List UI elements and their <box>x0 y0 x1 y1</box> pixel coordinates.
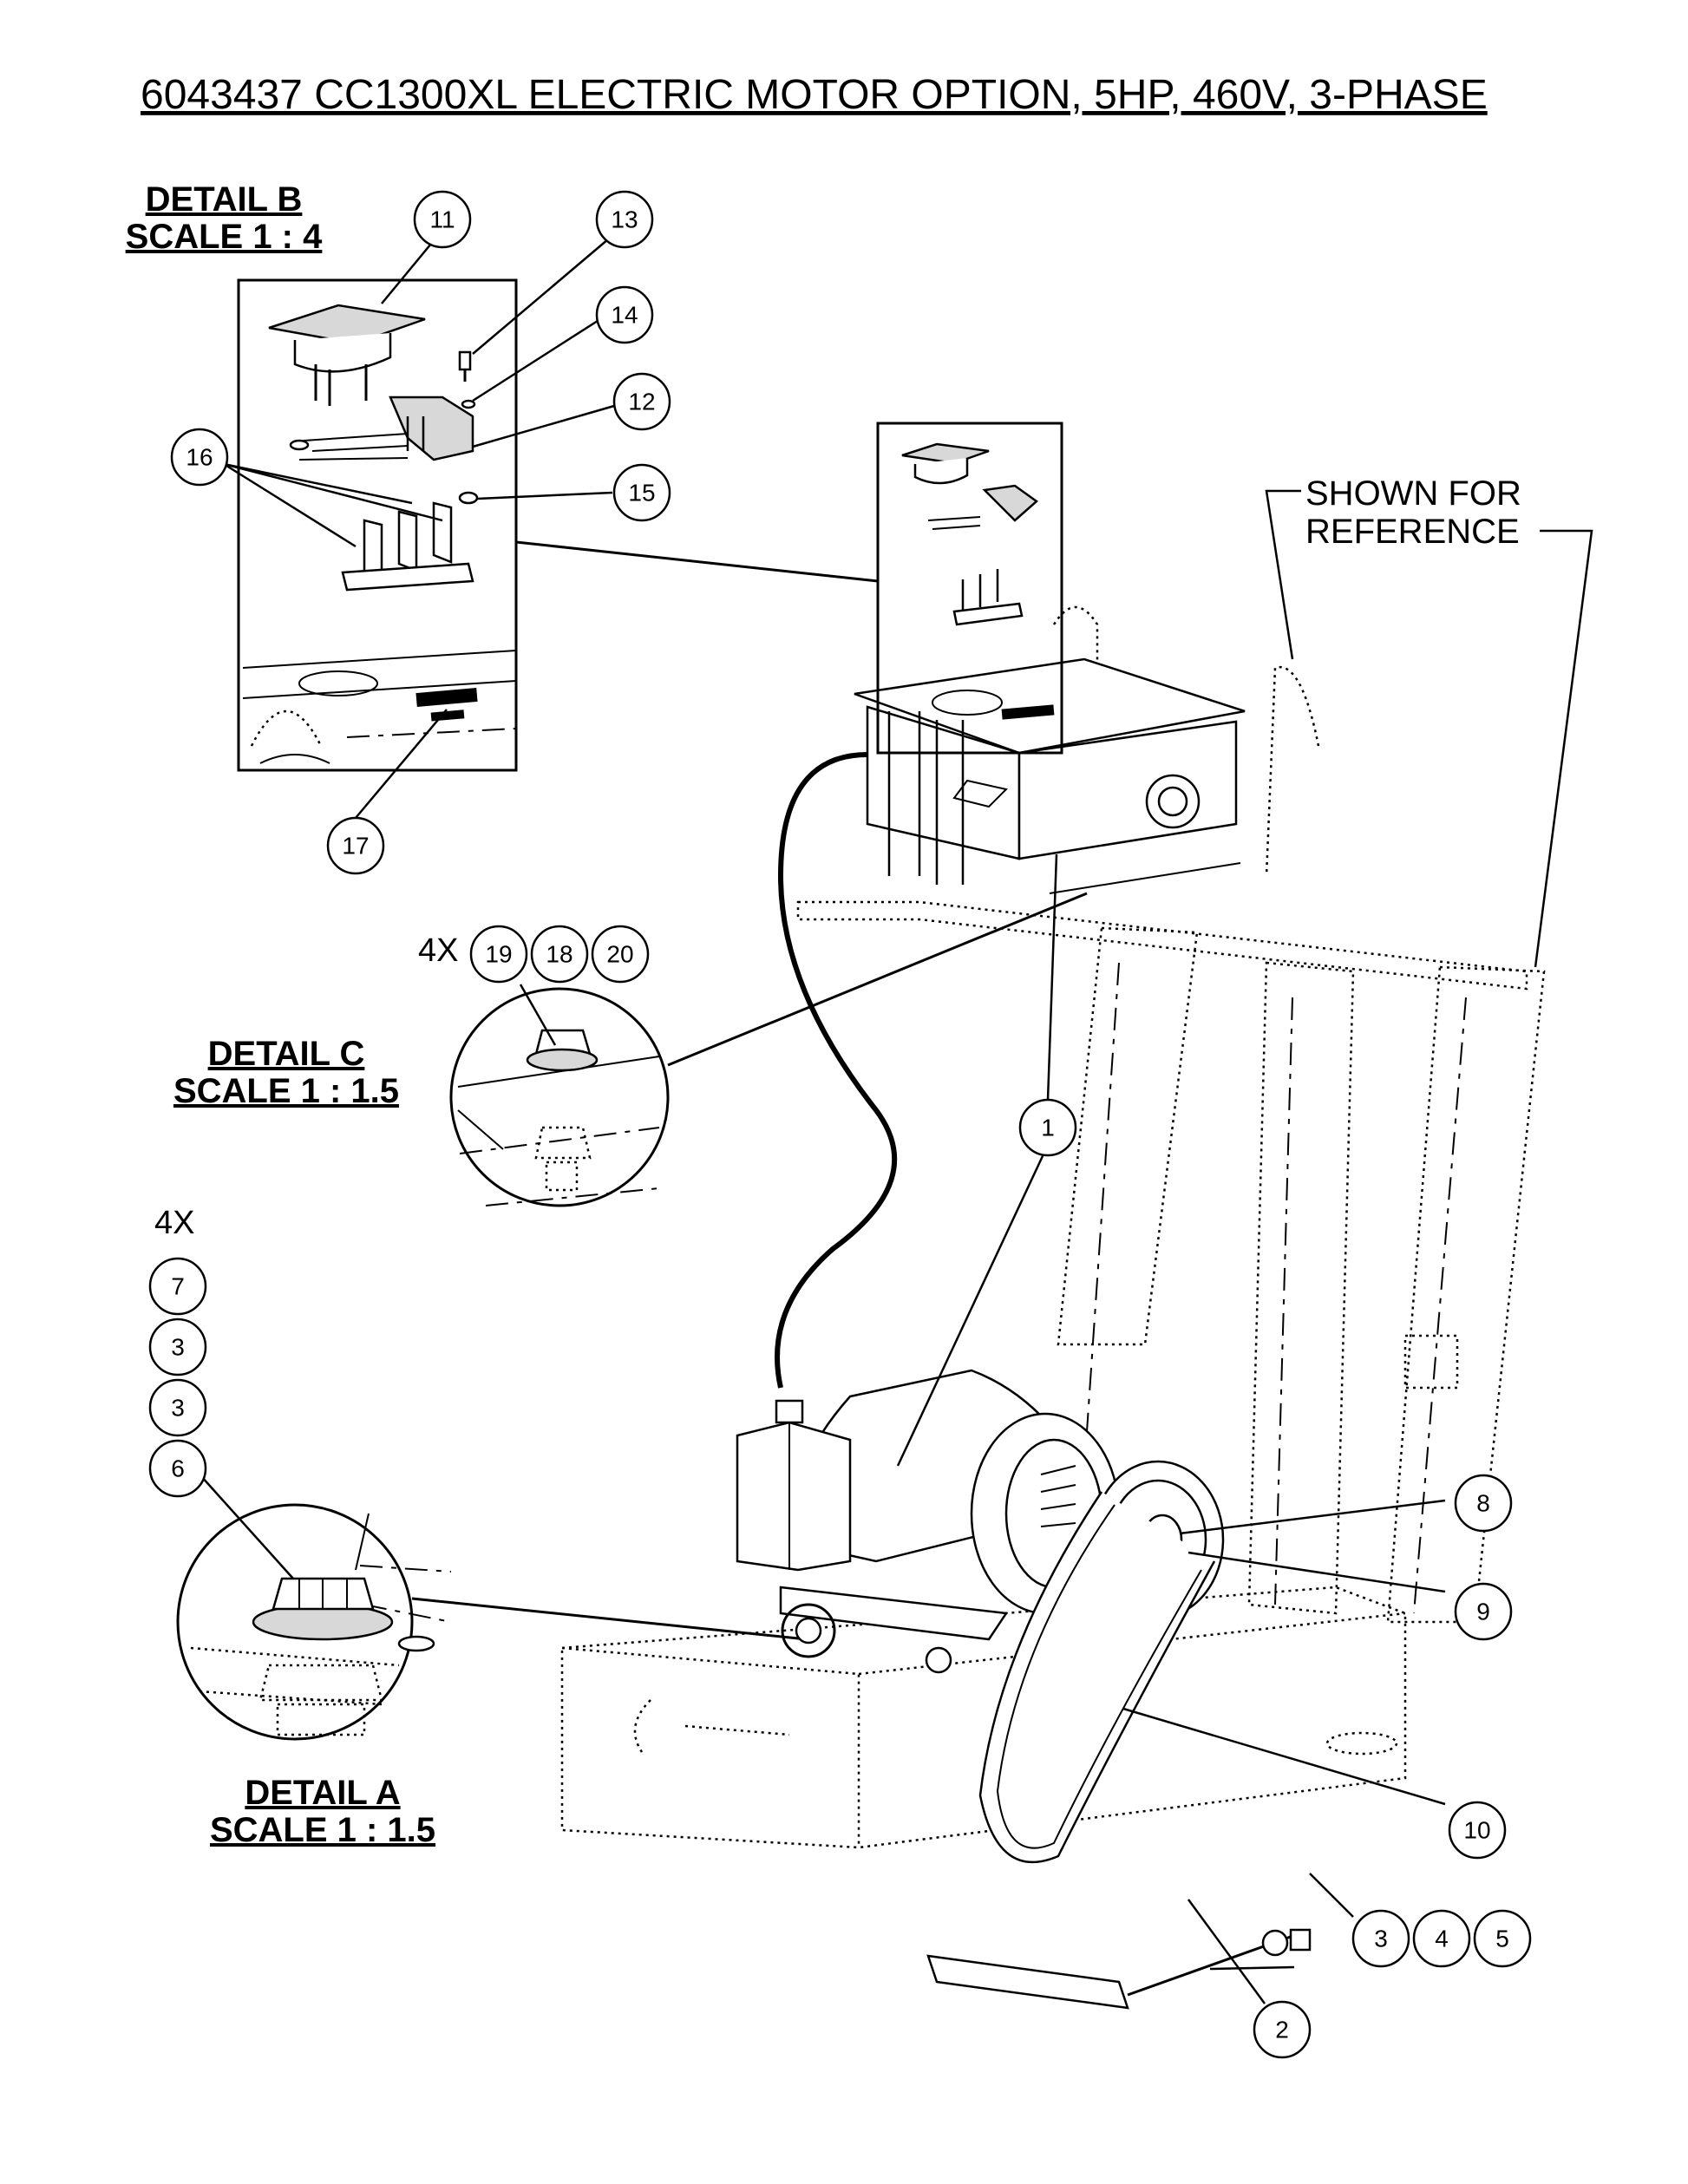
reference-note: SHOWN FOR REFERENCE <box>1265 474 1593 968</box>
callout-16: 16 <box>170 428 229 487</box>
detail-c-label: DETAIL C SCALE 1 : 1.5 <box>173 1035 399 1110</box>
svg-text:8: 8 <box>1476 1490 1490 1517</box>
svg-text:2: 2 <box>1275 2017 1289 2043</box>
svg-text:SHOWN FOR: SHOWN FOR <box>1305 474 1521 513</box>
callout-1: 1 <box>1018 1098 1077 1157</box>
detail-a-label: DETAIL A SCALE 1 : 1.5 <box>210 1774 435 1849</box>
svg-text:3: 3 <box>171 1395 185 1422</box>
callout-9: 9 <box>1454 1582 1513 1641</box>
svg-text:12: 12 <box>628 389 655 415</box>
svg-text:9: 9 <box>1476 1599 1490 1625</box>
callout-18: 18 <box>530 925 589 984</box>
svg-text:DETAIL C: DETAIL C <box>208 1035 365 1073</box>
svg-text:SCALE 1 : 4: SCALE 1 : 4 <box>126 218 323 256</box>
svg-text:DETAIL A: DETAIL A <box>245 1774 400 1812</box>
callout-5: 5 <box>1473 1909 1532 1968</box>
callout-3: 3 <box>1351 1909 1410 1968</box>
detail-c-quantity: 4X <box>418 932 458 969</box>
detail-a-quantity: 4X <box>154 1205 194 1241</box>
main-assembly <box>560 422 1546 2010</box>
leader-lines <box>200 233 1446 2004</box>
svg-text:7: 7 <box>171 1273 185 1300</box>
detail-a-view <box>176 1503 808 1741</box>
callout-10: 10 <box>1448 1801 1507 1860</box>
detail-b-label: DETAIL B SCALE 1 : 4 <box>126 180 323 256</box>
callout-17: 17 <box>326 816 385 875</box>
svg-text:SCALE 1 : 1.5: SCALE 1 : 1.5 <box>210 1811 435 1849</box>
svg-text:19: 19 <box>485 941 512 968</box>
callout-7: 7 <box>148 1257 207 1316</box>
svg-text:3: 3 <box>1374 1926 1388 1952</box>
svg-text:13: 13 <box>611 206 638 233</box>
callout-2: 2 <box>1253 2000 1312 2059</box>
callout-3-stack-2: 3 <box>148 1378 207 1437</box>
svg-text:5: 5 <box>1495 1926 1509 1952</box>
callout-19: 19 <box>469 925 528 984</box>
callout-14: 14 <box>595 285 654 344</box>
callout-11: 11 <box>413 190 472 249</box>
callout-4: 4 <box>1412 1909 1471 1968</box>
svg-text:18: 18 <box>546 941 572 968</box>
svg-text:1: 1 <box>1041 1115 1055 1141</box>
callout-12: 12 <box>612 372 671 431</box>
callout-6: 6 <box>148 1439 207 1498</box>
svg-text:16: 16 <box>186 444 213 471</box>
svg-text:6: 6 <box>171 1455 185 1482</box>
drawing-title: 6043437 CC1300XL ELECTRIC MOTOR OPTION, … <box>141 72 1488 118</box>
svg-text:14: 14 <box>611 302 638 329</box>
svg-text:4: 4 <box>1435 1926 1449 1952</box>
detail-b-view <box>237 278 879 772</box>
svg-text:11: 11 <box>429 206 455 233</box>
callout-13: 13 <box>595 190 654 249</box>
svg-text:15: 15 <box>628 480 655 507</box>
svg-text:3: 3 <box>171 1334 185 1361</box>
svg-text:17: 17 <box>342 833 369 860</box>
callout-3-stack-1: 3 <box>148 1318 207 1376</box>
svg-text:10: 10 <box>1463 1817 1490 1844</box>
callout-20: 20 <box>591 925 650 984</box>
svg-text:SCALE 1 : 1.5: SCALE 1 : 1.5 <box>173 1072 399 1110</box>
callout-15: 15 <box>612 463 671 522</box>
callout-8: 8 <box>1454 1474 1513 1533</box>
svg-text:20: 20 <box>606 941 633 968</box>
svg-text:REFERENCE: REFERENCE <box>1305 513 1520 551</box>
svg-text:DETAIL B: DETAIL B <box>146 180 303 219</box>
